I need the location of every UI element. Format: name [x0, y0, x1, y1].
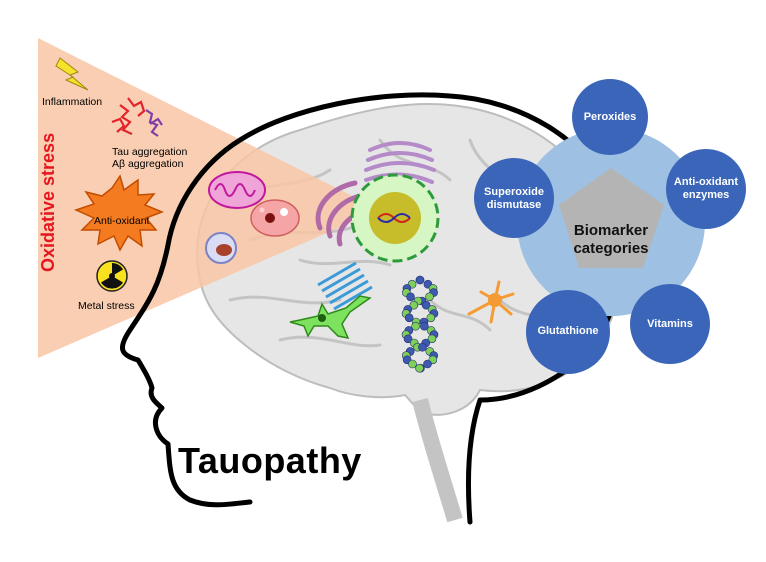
- astrocyte-icon: [467, 280, 515, 324]
- node-vitamins: [630, 284, 710, 364]
- tau-filament-bead: [425, 292, 434, 302]
- tau-filament-bead: [404, 313, 414, 323]
- antioxidant-label: Anti-oxidant: [94, 215, 150, 227]
- cell-icon: [250, 199, 300, 237]
- node-superoxide-dismutase-label: Superoxide dismutase: [484, 186, 544, 211]
- page-title: Tauopathy: [178, 440, 362, 481]
- metal-stress-label: Metal stress: [78, 300, 135, 312]
- tau-filament-bead: [415, 363, 424, 373]
- node-superoxide-dismutase: [474, 158, 554, 238]
- biomarker-pentagon: [559, 168, 664, 268]
- node-peroxides: [572, 79, 648, 155]
- golgi-icon: [364, 141, 436, 184]
- tau-filament-bead: [418, 342, 427, 352]
- tau-filament-bead: [426, 313, 436, 323]
- node-antioxidant-enzymes-label: Anti-oxidant enzymes: [673, 176, 739, 201]
- node-vitamins-label: Vitamins: [647, 318, 693, 330]
- immune-cell-icon: [205, 232, 237, 264]
- node-glutathione: [526, 290, 610, 374]
- tau-filament-bead: [421, 300, 431, 310]
- tau-filament-bead: [406, 292, 415, 302]
- tau-filament-bead: [420, 321, 429, 331]
- mitochondrion-icon: [208, 171, 266, 209]
- tau-filament-bead: [423, 359, 432, 369]
- node-glutathione-label: Glutathione: [537, 325, 599, 337]
- radiation-icon: [96, 260, 128, 292]
- node-peroxides-label: Peroxides: [583, 111, 637, 123]
- tau-aggregate-icon: [111, 97, 163, 137]
- tau-filament-bead: [415, 275, 425, 285]
- inflammation-label: Inflammation: [42, 96, 103, 108]
- antioxidant-starburst-icon: [73, 174, 165, 252]
- microtubule-icon: [317, 261, 373, 311]
- lightning-icon: [55, 57, 89, 91]
- nucleus-cell-icon: [350, 173, 440, 263]
- oxidative-stress-label: Oxidative stress: [38, 132, 58, 272]
- biomarker-categories-label: Biomarker categories: [573, 222, 649, 257]
- tau-filament-bead: [411, 321, 420, 331]
- tau-filament-bead: [409, 300, 419, 310]
- node-antioxidant-enzymes: [666, 149, 746, 229]
- tau-filament-icon: [401, 275, 439, 373]
- abeta-aggregation-label: Aβ aggregation: [112, 158, 184, 170]
- neuron-icon: [289, 295, 372, 340]
- tau-filament-bead: [408, 359, 417, 369]
- tau-filament-bead: [427, 334, 437, 344]
- tau-aggregation-label: Tau aggregation: [112, 146, 188, 158]
- tau-filament-bead: [403, 334, 413, 344]
